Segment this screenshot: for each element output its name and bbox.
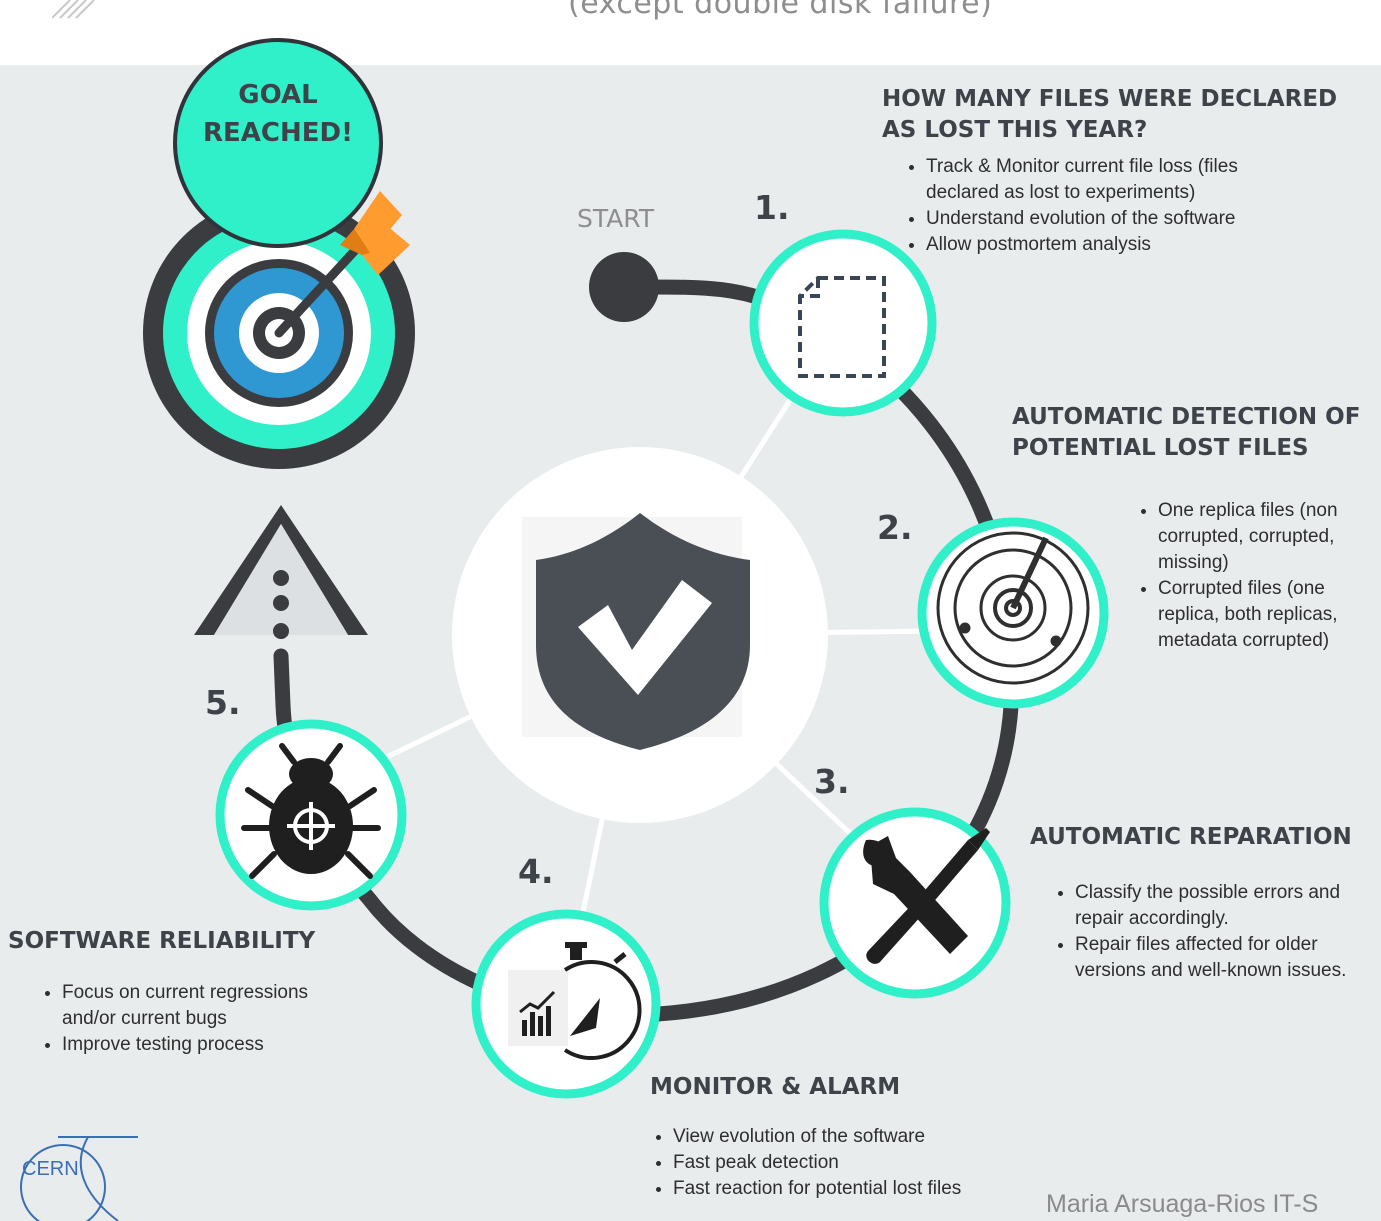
list-item: One replica files (non corrupted, corrup… — [1158, 498, 1381, 576]
step-2-number: 2. — [877, 508, 913, 547]
goal-bubble: GOAL REACHED! — [173, 38, 383, 248]
list-item: Focus on current regressions and/or curr… — [62, 980, 362, 1032]
list-item: Understand evolution of the software — [926, 206, 1306, 232]
shield-check-icon — [536, 513, 750, 750]
step-1-title: HOW MANY FILES WERE DECLARED AS LOST THI… — [882, 86, 1338, 143]
step-4-node — [471, 909, 661, 1099]
step-1-number: 1. — [754, 188, 790, 227]
step-5-number: 5. — [205, 683, 241, 722]
wrench-screwdriver-icon — [863, 828, 990, 964]
step-3-bullets: Classify the possible errors and repair … — [1053, 880, 1375, 984]
step-2-title: AUTOMATIC DETECTION OF POTENTIAL LOST FI… — [1012, 404, 1361, 461]
file-icon — [798, 276, 886, 378]
cern-logo — [20, 1136, 138, 1221]
list-item: View evolution of the software — [673, 1124, 993, 1150]
page-subtitle: (except double disk failure) — [568, 0, 993, 21]
step-2-bullets: One replica files (non corrupted, corrup… — [1136, 498, 1381, 654]
goal-line-2: REACHED! — [203, 118, 353, 148]
step-5-title: SOFTWARE RELIABILITY — [8, 928, 316, 954]
list-item: Classify the possible errors and repair … — [1075, 880, 1375, 932]
step-4-bullets: View evolution of the software Fast peak… — [651, 1124, 993, 1202]
list-item: Corrupted files (one replica, both repli… — [1158, 576, 1381, 654]
radar-icon — [936, 531, 1090, 685]
step-2-node — [917, 517, 1109, 709]
step-4-title: MONITOR & ALARM — [650, 1074, 901, 1100]
center-node — [452, 447, 828, 823]
step-3-number: 3. — [814, 762, 850, 801]
step-3-title: AUTOMATIC REPARATION — [1030, 824, 1352, 850]
cern-logo-text: CERN — [22, 1158, 79, 1180]
step-4-number: 4. — [518, 852, 554, 891]
corner-decoration — [52, 0, 95, 19]
stopwatch-chart-icon — [508, 942, 642, 1060]
step-1-node — [749, 229, 937, 417]
list-item: Fast reaction for potential lost files — [673, 1176, 993, 1202]
step-1-bullets: Track & Monitor current file loss (files… — [904, 154, 1306, 258]
start-dot — [589, 252, 659, 322]
list-item: Repair files affected for older versions… — [1075, 932, 1375, 984]
step-5-bullets: Focus on current regressions and/or curr… — [40, 980, 362, 1058]
up-arrow — [194, 505, 368, 639]
list-item: Improve testing process — [62, 1032, 362, 1058]
target-arrow-icon — [143, 191, 415, 469]
step-5-node — [215, 719, 407, 911]
list-item: Fast peak detection — [673, 1150, 993, 1176]
start-label: START — [577, 204, 655, 233]
list-item: Track & Monitor current file loss (files… — [926, 154, 1306, 206]
author-footer: Maria Arsuaga-Rios IT-S — [1046, 1190, 1319, 1218]
goal-line-1: GOAL — [238, 80, 318, 110]
list-item: Allow postmortem analysis — [926, 232, 1306, 258]
step-3-node — [819, 807, 1011, 999]
bug-target-icon — [241, 743, 381, 879]
